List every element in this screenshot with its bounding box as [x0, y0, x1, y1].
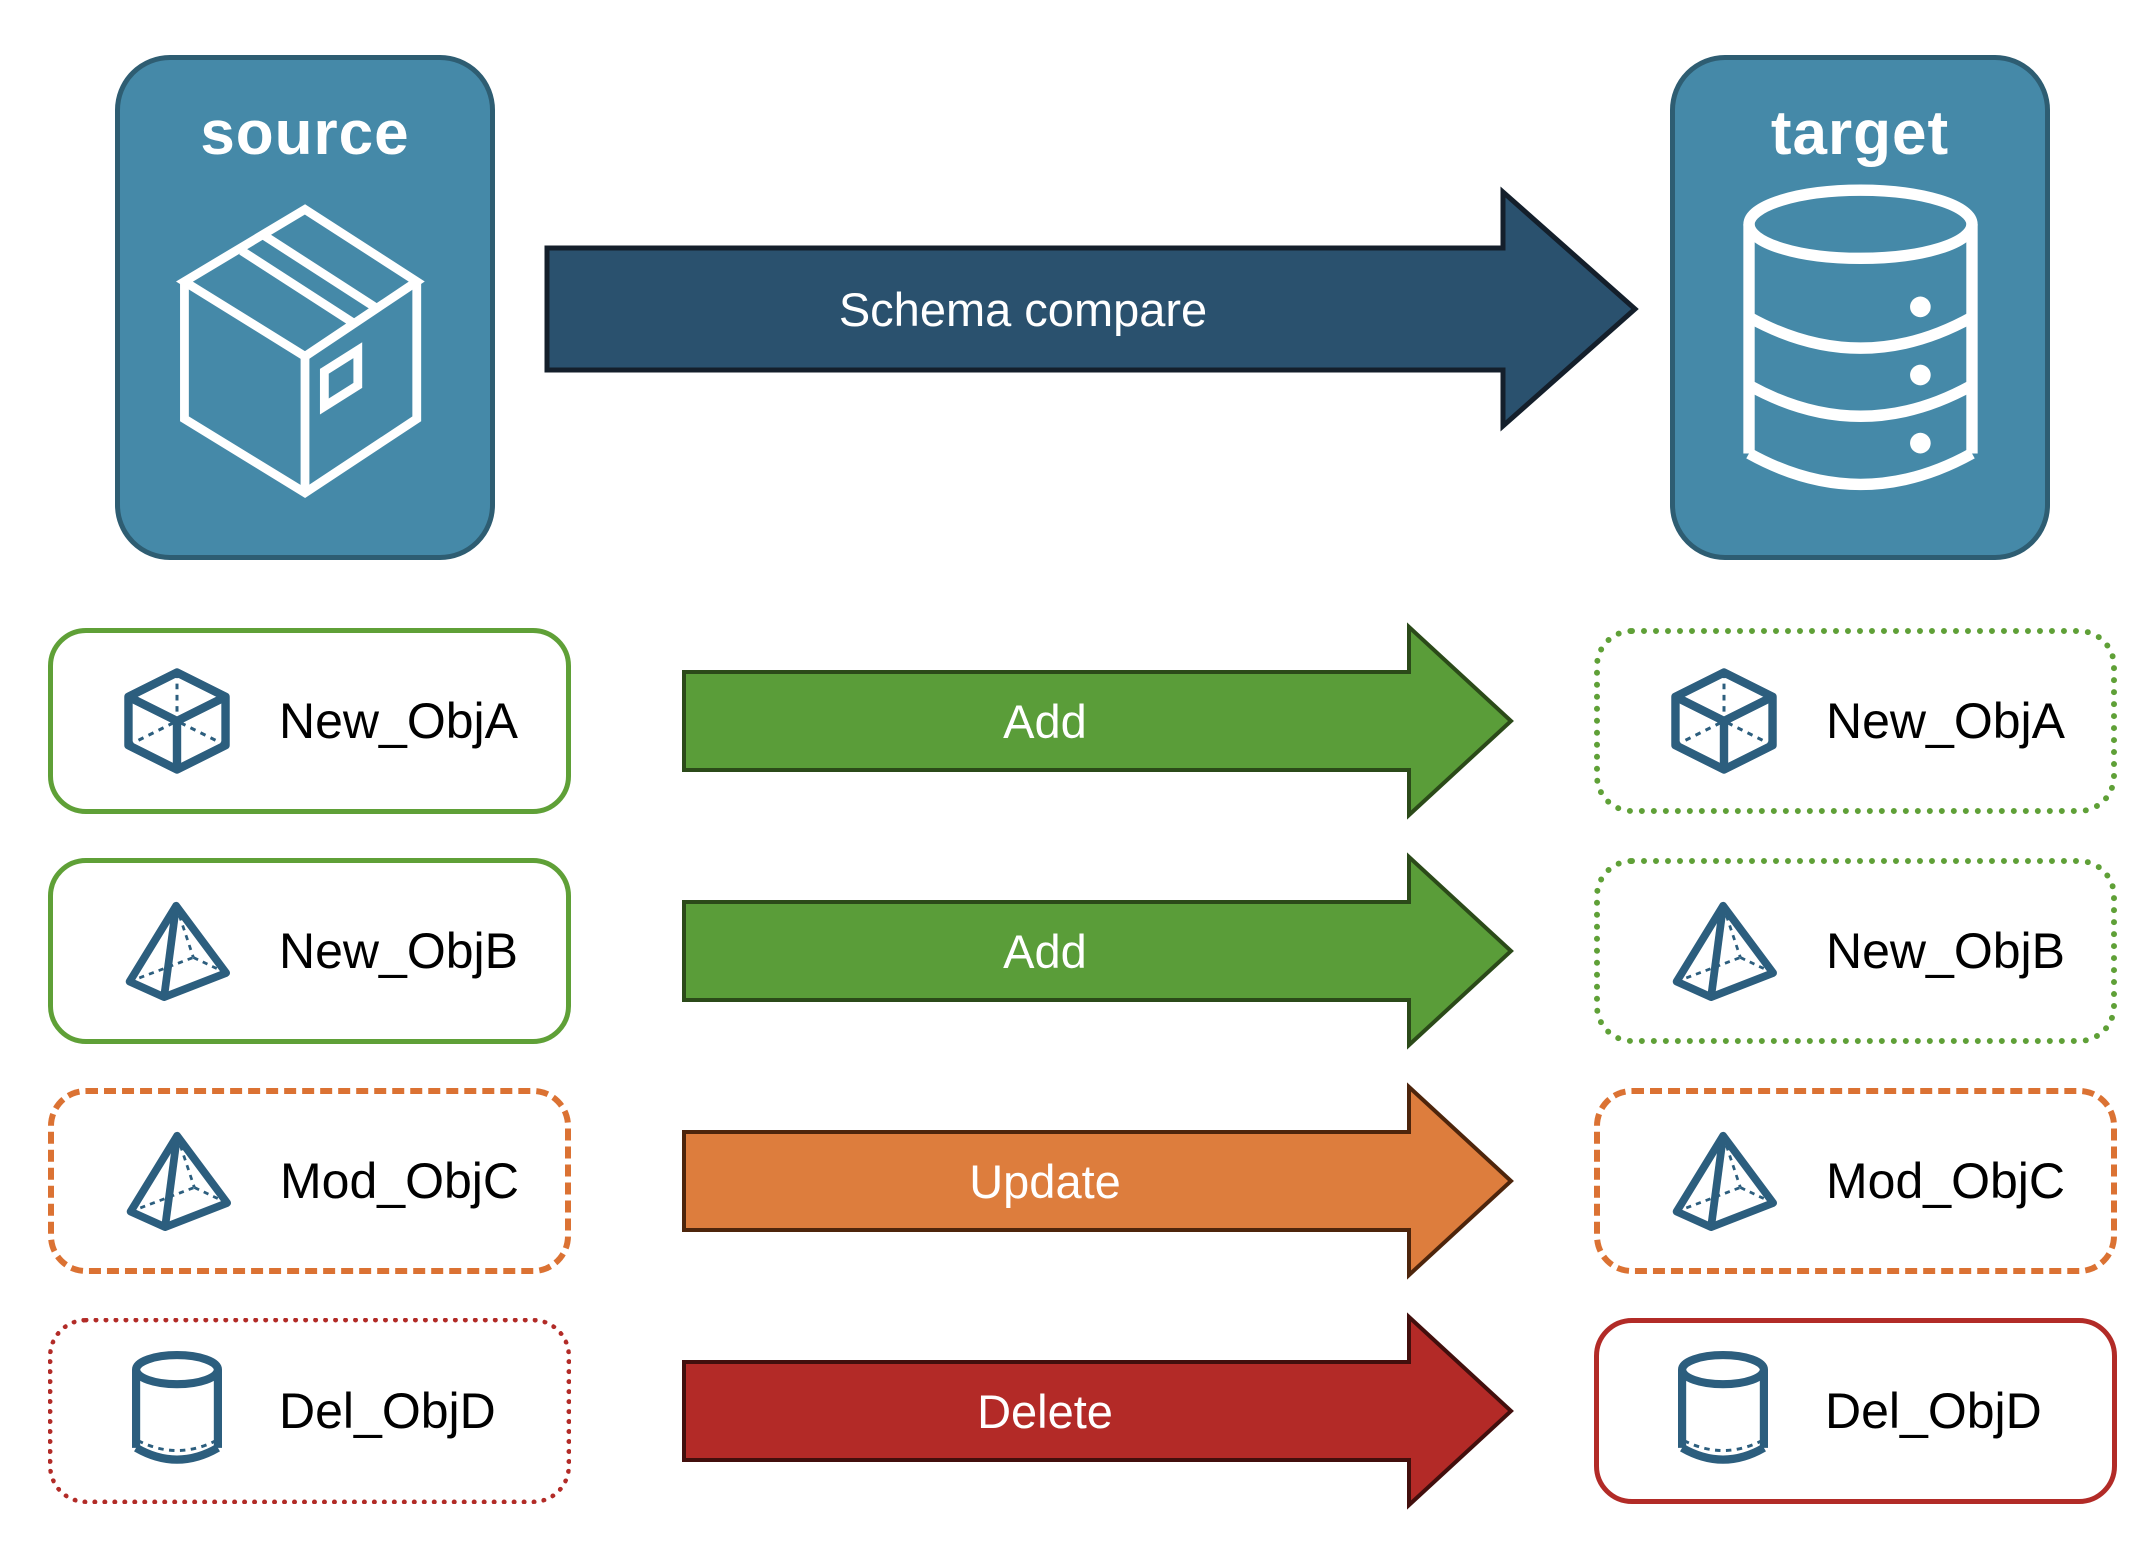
add-arrow-label: Add	[1003, 924, 1087, 978]
package-icon	[155, 183, 455, 513]
object-label: Mod_ObjC	[280, 1153, 519, 1209]
pyramid-icon	[121, 891, 233, 1011]
source-object-new-obja: New_ObjA	[48, 628, 571, 814]
target-object-new-obja: New_ObjA	[1594, 628, 2117, 814]
cube-icon	[1668, 661, 1780, 781]
cylinder-icon	[121, 1351, 233, 1471]
object-label: Del_ObjD	[1825, 1383, 2042, 1439]
source-object-del-objd: Del_ObjD	[48, 1318, 571, 1504]
cube-icon	[121, 661, 233, 781]
pyramid-icon	[122, 1121, 234, 1241]
pyramid-icon	[1668, 891, 1780, 1011]
add-arrow-label: Add	[1003, 694, 1087, 748]
source-object-new-objb: New_ObjB	[48, 858, 571, 1044]
pyramid-icon	[1668, 1121, 1780, 1241]
object-label: New_ObjA	[1826, 693, 2065, 749]
object-label: New_ObjA	[279, 693, 518, 749]
source-node-label: source	[200, 99, 410, 168]
cylinder-icon	[1667, 1351, 1779, 1471]
object-label: New_ObjB	[1826, 923, 2065, 979]
target-node-label: target	[1770, 99, 1950, 168]
object-label: New_ObjB	[279, 923, 518, 979]
source-object-mod-objc: Mod_ObjC	[48, 1088, 571, 1274]
delete-arrow-label: Delete	[977, 1384, 1113, 1438]
target-object-new-objb: New_ObjB	[1594, 858, 2117, 1044]
target-object-del-objd: Del_ObjD	[1594, 1318, 2117, 1504]
object-label: Del_ObjD	[279, 1383, 496, 1439]
schema-compare-arrow-label: Schema compare	[838, 282, 1208, 336]
target-object-mod-objc: Mod_ObjC	[1594, 1088, 2117, 1274]
schema-compare-arrow	[544, 186, 1639, 432]
database-icon	[1733, 183, 1988, 503]
target-node: target	[1670, 55, 2050, 560]
update-arrow-label: Update	[969, 1154, 1121, 1208]
object-label: Mod_ObjC	[1826, 1153, 2065, 1209]
source-node: source	[115, 55, 495, 560]
